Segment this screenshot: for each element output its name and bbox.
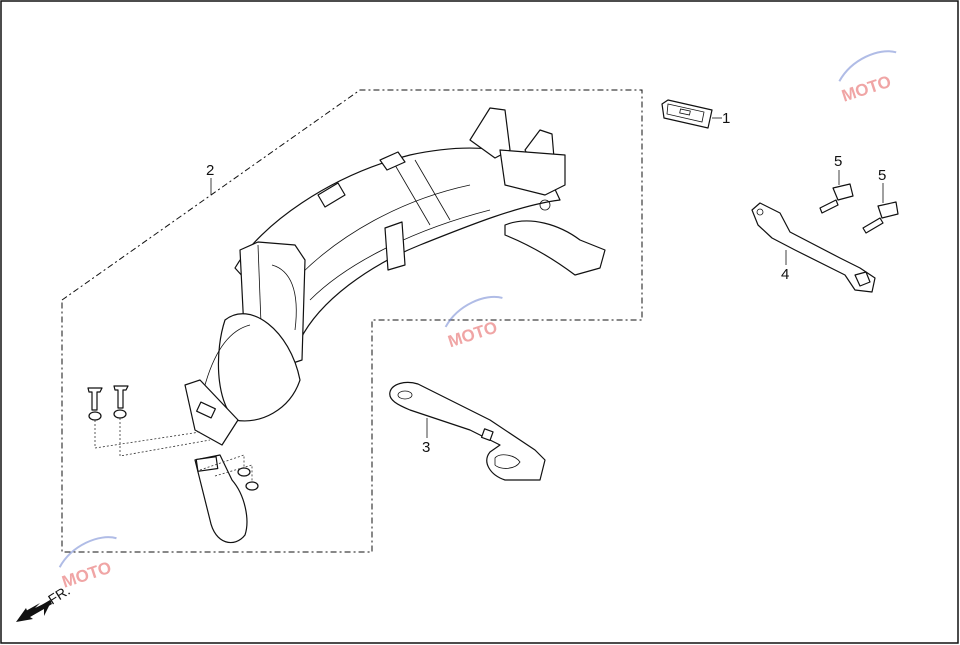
callout-5-left: 5: [834, 153, 842, 170]
watermark-text-middle: MOTO: [446, 318, 500, 352]
callout-3: 3: [422, 439, 430, 456]
front-direction-indicator: FR.: [16, 582, 73, 622]
callout-1: 1: [722, 110, 730, 127]
assembly-boundary: [61, 89, 643, 553]
watermark-logo-top: MOTO: [838, 50, 897, 106]
part-4-bracket: [751, 202, 876, 293]
watermark-text-top: MOTO: [839, 72, 893, 106]
callout-4: 4: [781, 266, 789, 283]
rear-fender-assembly: [87, 107, 606, 544]
part-3-bracket: [389, 381, 546, 481]
part-5-bolt-right: [862, 183, 899, 234]
callout-5-right: 5: [878, 167, 886, 184]
watermark-text-bottom: MOTO: [60, 558, 114, 592]
callout-2: 2: [206, 162, 214, 179]
part-5-bolt-left: [819, 170, 854, 214]
part-1-plate: [661, 99, 722, 129]
watermark-logo-middle: MOTO: [444, 295, 503, 352]
